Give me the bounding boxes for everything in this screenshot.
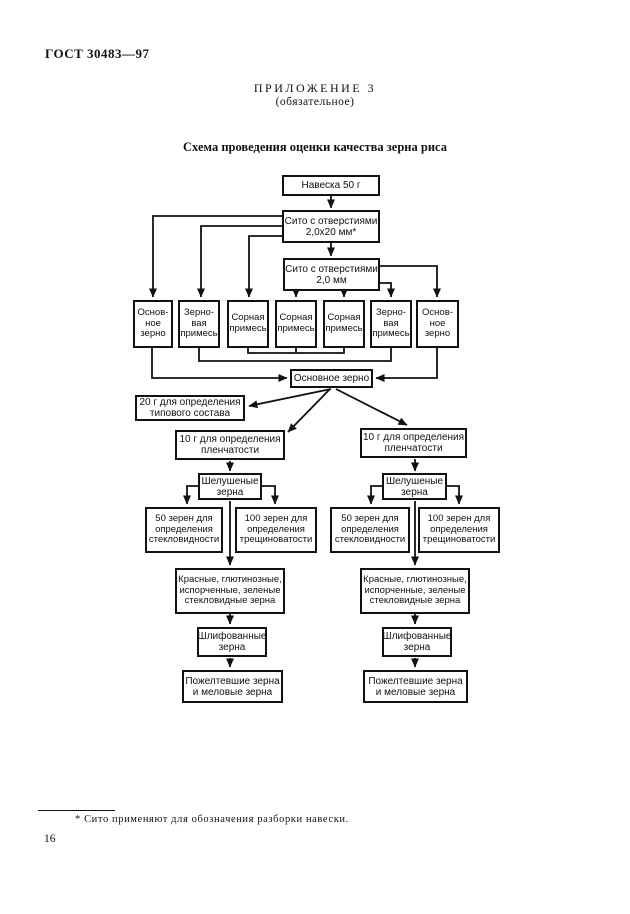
node-sieve-2mm: Сито с отверстиями 2,0 мм	[283, 258, 380, 291]
node-fraction-weed-impurity-1: Сорная примесь	[227, 300, 269, 348]
node-sample-50g: Навеска 50 г	[282, 175, 380, 196]
node-fraction-weed-impurity-2: Сорная примесь	[275, 300, 317, 348]
node-100-kernels-fissuring-right: 100 зерен для определения трещиноватости	[418, 507, 500, 553]
footnote-rule	[38, 810, 115, 811]
node-yellowed-chalky-left: Пожелтевшие зерна и меловые зерна	[182, 670, 283, 703]
scheme-title: Схема проведения оценки качества зерна р…	[183, 140, 447, 154]
node-red-glutinous-left: Красные, глютинозные, испорченные, зелен…	[175, 568, 285, 614]
node-yellowed-chalky-right: Пожелтевшие зерна и меловые зерна	[363, 670, 468, 703]
node-10g-hull-content-right: 10 г для определения пленчатости	[360, 428, 467, 458]
node-hulled-grains-left: Шелушеные зерна	[198, 473, 262, 500]
node-polished-grains-right: Шлифованные зерна	[382, 627, 452, 657]
node-red-glutinous-right: Красные, глютинозные, испорченные, зелен…	[360, 568, 470, 614]
node-main-grain: Основное зерно	[290, 369, 373, 388]
node-sieve-2x20: Сито с отверстиями 2,0х20 мм*	[282, 210, 380, 243]
node-10g-hull-content-left: 10 г для определения пленчатости	[175, 430, 285, 460]
node-fraction-grain-impurity-left: Зерно- вая примесь	[178, 300, 220, 348]
footnote-text: * Сито применяют для обозначения разборк…	[75, 814, 349, 825]
node-50-kernels-vitreousness-left: 50 зерен для определения стекловидности	[145, 507, 223, 553]
node-50-kernels-vitreousness-right: 50 зерен для определения стекловидности	[330, 507, 410, 553]
node-fraction-main-left: Основ- ное зерно	[133, 300, 173, 348]
node-20g-type-composition: 20 г для определения типового состава	[135, 395, 245, 421]
node-fraction-main-right: Основ- ное зерно	[416, 300, 459, 348]
appendix-type: (обязательное)	[275, 96, 355, 108]
node-fraction-weed-impurity-3: Сорная примесь	[323, 300, 365, 348]
node-polished-grains-left: Шлифованные зерна	[197, 627, 267, 657]
node-hulled-grains-right: Шелушеные зерна	[382, 473, 447, 500]
appendix-label: ПРИЛОЖЕНИЕ 3	[253, 81, 377, 95]
doc-number: ГОСТ 30483—97	[45, 46, 150, 61]
node-100-kernels-fissuring-left: 100 зерен для определения трещиноватости	[235, 507, 317, 553]
page-number: 16	[44, 833, 56, 845]
node-fraction-grain-impurity-right: Зерно- вая примесь	[370, 300, 412, 348]
